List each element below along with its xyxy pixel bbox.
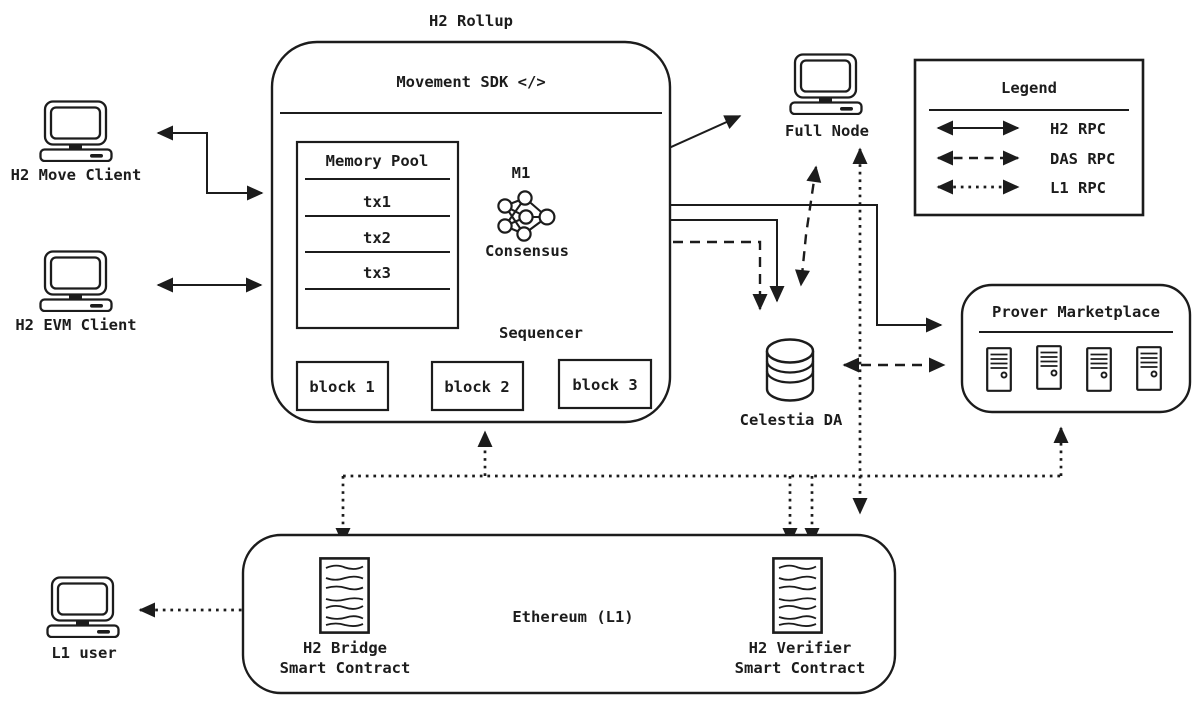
h2-verifier-smart-contract: H2 Verifier Smart Contract xyxy=(735,557,866,677)
prover-marketplace-label: Prover Marketplace xyxy=(992,303,1160,321)
m1-label: M1 xyxy=(512,164,531,182)
legend-entry-label: H2 RPC xyxy=(1050,120,1106,138)
contract-icon xyxy=(772,557,823,634)
block-1-label: block 1 xyxy=(309,378,374,396)
consensus-label: Consensus xyxy=(485,242,569,260)
computer-icon xyxy=(39,100,113,162)
ethereum-l1: Ethereum (L1) H2 Bridge Smart Contract H… xyxy=(241,533,897,695)
celestia-da: Celestia DA xyxy=(740,338,843,429)
dasrpc-fullnode-celestia-connector xyxy=(795,165,822,287)
ethereum-label: Ethereum (L1) xyxy=(512,608,633,626)
block-2-box xyxy=(430,360,525,412)
sequencer-label: Sequencer xyxy=(499,324,583,342)
memory-pool-title: Memory Pool xyxy=(326,152,429,170)
computer-icon xyxy=(39,250,113,312)
full-node: Full Node xyxy=(785,53,869,140)
verifier-contract-label-line1: H2 Verifier xyxy=(749,639,852,657)
legend-entry-label: DAS RPC xyxy=(1050,150,1115,168)
h2rpc-move-client-connector xyxy=(156,125,264,201)
server-icon xyxy=(1086,347,1112,392)
evm-client-label: H2 EVM Client xyxy=(15,316,136,334)
server-icon xyxy=(986,347,1012,392)
server-icon xyxy=(1036,345,1062,390)
h2-bridge-smart-contract: H2 Bridge Smart Contract xyxy=(280,557,411,677)
tx-row: tx2 xyxy=(363,229,391,247)
movement-sdk-label: Movement SDK </> xyxy=(396,73,545,91)
h2rpc-consensus-prover-connector xyxy=(581,197,943,333)
celestia-label: Celestia DA xyxy=(740,411,843,429)
legend-entry-label: L1 RPC xyxy=(1050,179,1106,197)
verifier-contract-label-line2: Smart Contract xyxy=(735,659,866,677)
database-icon xyxy=(765,338,815,402)
h2-move-client: H2 Move Client xyxy=(11,100,142,184)
tx-row: tx1 xyxy=(363,193,391,211)
block-2-label: block 2 xyxy=(444,378,509,396)
bridge-contract-label-line2: Smart Contract xyxy=(280,659,411,677)
tx-row: tx3 xyxy=(363,264,391,282)
rollup-title: H2 Rollup xyxy=(429,12,513,30)
block-3-box xyxy=(557,358,653,410)
legend-title: Legend xyxy=(1001,79,1057,97)
l1-user: L1 user xyxy=(46,576,120,662)
bridge-contract-label-line1: H2 Bridge xyxy=(303,639,387,657)
m1-consensus: M1 Consensus xyxy=(485,164,569,260)
full-node-label: Full Node xyxy=(785,122,869,140)
computer-icon xyxy=(46,576,120,638)
prover-marketplace: Prover Marketplace xyxy=(960,283,1192,414)
block-chain: block 1 block 2 block 3 xyxy=(295,358,653,412)
h2-evm-client: H2 EVM Client xyxy=(15,250,137,334)
block-3-label: block 3 xyxy=(572,376,637,394)
legend: Legend H2 RPC DAS RPC L1 RPC xyxy=(913,58,1145,217)
move-client-label: H2 Move Client xyxy=(11,166,142,184)
contract-icon xyxy=(319,557,370,634)
block-1-box xyxy=(295,360,390,412)
l1-user-label: L1 user xyxy=(51,644,116,662)
memory-pool: Memory Pool tx1 tx2 tx3 xyxy=(295,140,460,330)
server-icon xyxy=(1136,346,1162,391)
consensus-network-icon xyxy=(497,190,556,242)
computer-icon xyxy=(789,53,863,115)
